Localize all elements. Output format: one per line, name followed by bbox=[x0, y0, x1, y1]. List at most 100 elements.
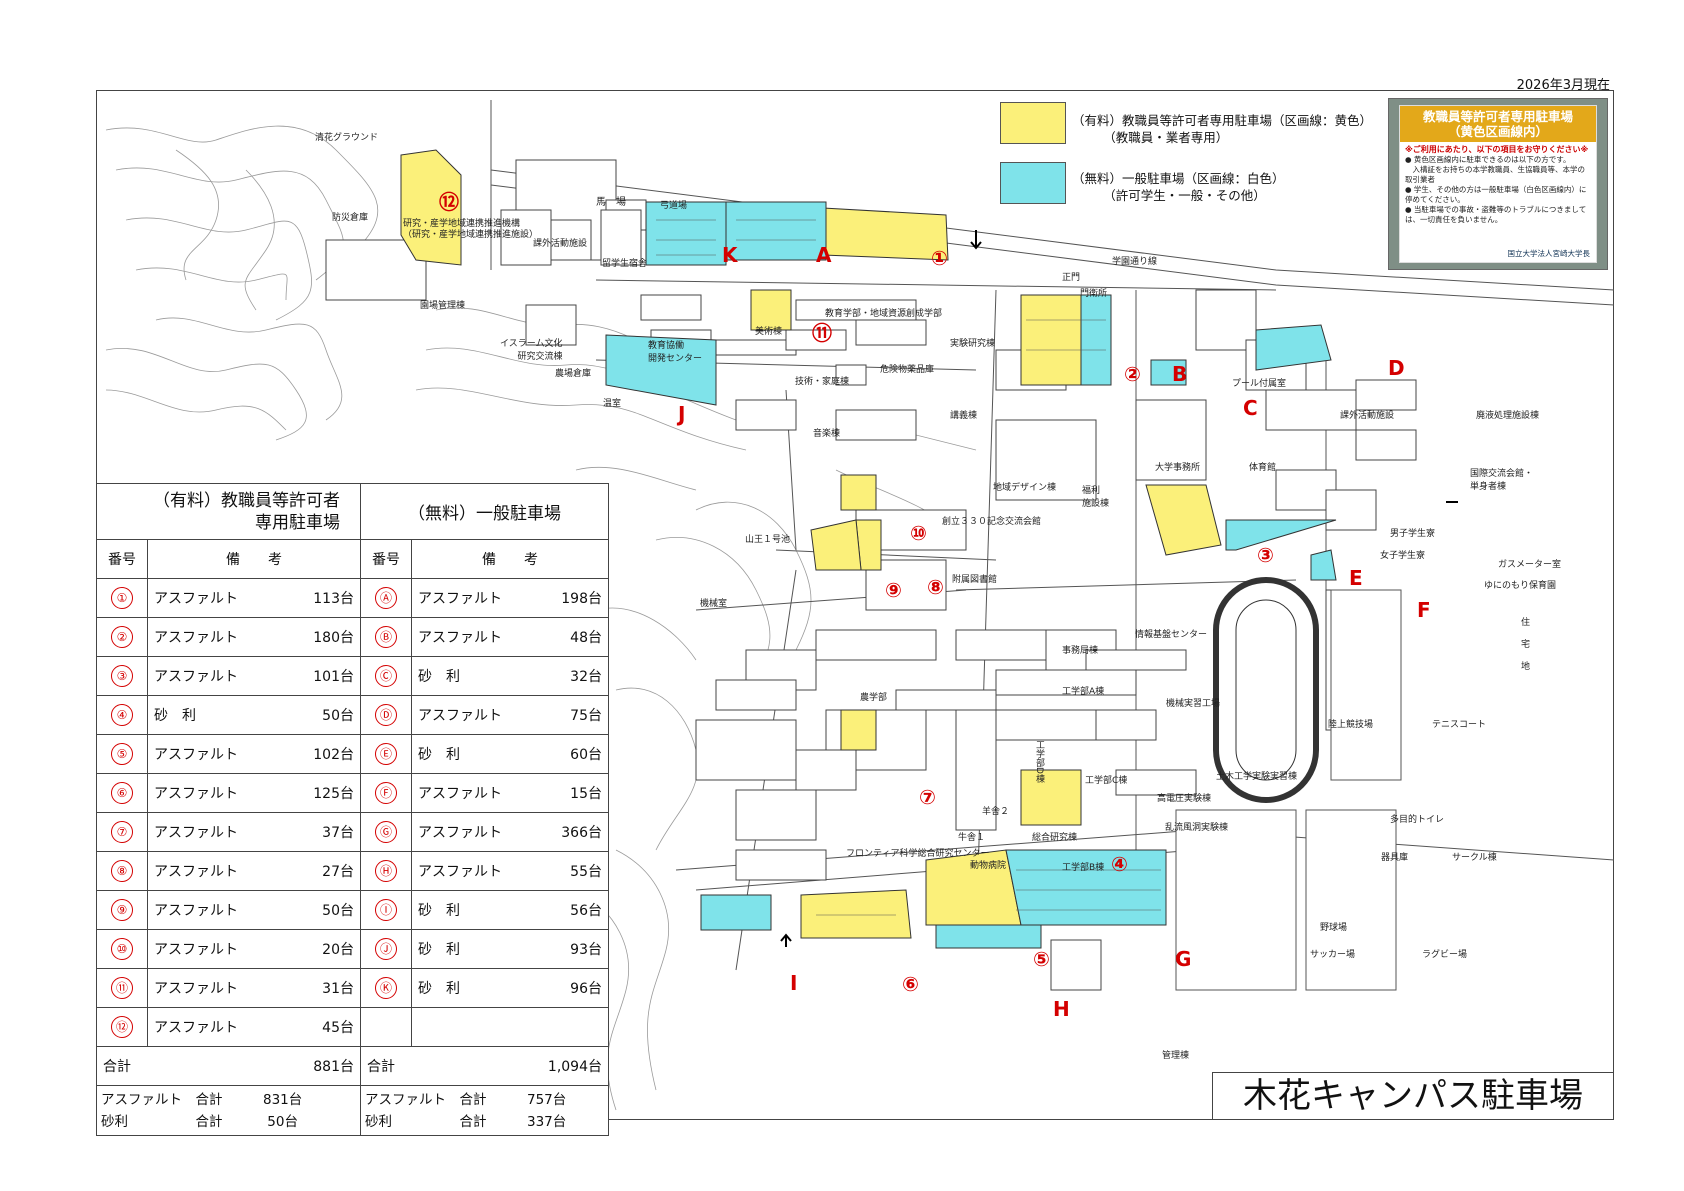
label-taiikukan: 体育館 bbox=[1249, 463, 1277, 473]
free-count: 198台 bbox=[561, 591, 602, 607]
label-gakusei2: 羊舎２ bbox=[982, 807, 1010, 817]
label-islam: イスラーム文化 研究交流棟 bbox=[500, 339, 563, 362]
lot-11-marker[interactable]: ⑪ bbox=[812, 321, 832, 345]
lot-12-marker[interactable]: ⑫ bbox=[439, 190, 459, 214]
lot-2-marker[interactable]: ② bbox=[1124, 362, 1141, 386]
lot-A-marker[interactable]: A bbox=[816, 243, 832, 267]
label-sanno: 山王１号池 bbox=[745, 535, 791, 545]
lot-K-marker[interactable]: K bbox=[722, 243, 738, 267]
lot-H-marker[interactable]: H bbox=[1053, 997, 1070, 1021]
free-col-no: 番号 bbox=[360, 539, 412, 579]
label-seimon: 正門 bbox=[1062, 273, 1081, 283]
lot-I-marker[interactable]: Ⅰ bbox=[790, 971, 798, 995]
lot-1-marker[interactable]: ① bbox=[931, 246, 948, 270]
paid-lot-number: ⑩ bbox=[111, 938, 133, 960]
free-total-label: 合計 bbox=[367, 1059, 395, 1075]
lot-E-marker[interactable]: E bbox=[1349, 566, 1363, 590]
lot-C-marker[interactable]: C bbox=[1243, 396, 1258, 420]
lot-B-marker[interactable]: B bbox=[1172, 362, 1188, 386]
paid-lot-number: ⑤ bbox=[111, 743, 133, 765]
free-surface: アスファルト bbox=[418, 786, 502, 802]
lot-6-marker[interactable]: ⑥ bbox=[902, 972, 919, 996]
lot-5-marker[interactable]: ⑤ bbox=[1033, 947, 1050, 971]
paid-lots bbox=[400, 149, 1222, 939]
paid-count: 180台 bbox=[313, 630, 354, 646]
label-kogakuD: 工学部D棟 bbox=[1034, 740, 1044, 783]
parking-table: （有料）教職員等許可者 専用駐車場 （無料）一般駐車場 番号 備 考 番号 備 … bbox=[96, 483, 609, 1136]
paid-no-cell: ⑧ bbox=[96, 851, 148, 891]
paid-lot-number: ⑪ bbox=[111, 977, 133, 999]
paid-surface: アスファルト bbox=[154, 1020, 238, 1036]
paid-lot-number: ① bbox=[111, 587, 133, 609]
label-ongaku: 音楽棟 bbox=[813, 429, 841, 439]
lot-F-marker[interactable]: F bbox=[1417, 598, 1431, 622]
lot-4-marker[interactable]: ④ bbox=[1111, 852, 1128, 876]
label-yuno: ゆにのもり保育園 bbox=[1484, 581, 1557, 591]
free-lot-letter: Ⓖ bbox=[375, 821, 397, 843]
sign-line-1: ● 黄色区画線内に駐車できるのは以下の方です。 bbox=[1405, 155, 1571, 164]
free-count: 93台 bbox=[570, 942, 602, 958]
label-kyoyou: 大学事務所 bbox=[1155, 463, 1201, 473]
free-no-cell: Ⓙ bbox=[360, 929, 412, 969]
label-gakuen: 学園通り線 bbox=[1112, 257, 1158, 267]
lot-10-marker[interactable]: ⑩ bbox=[910, 521, 927, 545]
free-lot-letter: Ⓒ bbox=[375, 665, 397, 687]
lot-G-marker[interactable]: G bbox=[1175, 947, 1192, 971]
paid-surface: アスファルト bbox=[154, 825, 238, 841]
sign-footer: 国立大学法人宮崎大学長 bbox=[1507, 249, 1591, 258]
label-biyouin: 器具庫 bbox=[1381, 853, 1409, 863]
paid-count: 20台 bbox=[322, 942, 354, 958]
lot-D-marker[interactable]: D bbox=[1388, 356, 1405, 380]
free-no-cell: Ⓖ bbox=[360, 812, 412, 852]
lot-9-marker[interactable]: ⑨ bbox=[885, 578, 902, 602]
free-count: 32台 bbox=[570, 669, 602, 685]
free-lot-letter: Ⓙ bbox=[375, 938, 397, 960]
paid-count: 113台 bbox=[313, 591, 354, 607]
paid-no-cell: ⑨ bbox=[96, 890, 148, 930]
label-jutaku: 住 宅 地 bbox=[1521, 618, 1531, 672]
free-no-cell: Ⓕ bbox=[360, 773, 412, 813]
label-kikai: 機械実習工場 bbox=[1166, 699, 1221, 709]
label-kogi: 講義棟 bbox=[950, 411, 978, 421]
label-rugby: ラグビー場 bbox=[1422, 950, 1468, 960]
terrain-contours bbox=[105, 125, 977, 1111]
paid-surface: アスファルト bbox=[154, 903, 238, 919]
lot-8-marker[interactable]: ⑧ bbox=[927, 575, 944, 599]
paid-gravel-total: 砂利 合計 50台 bbox=[101, 1113, 298, 1130]
lot-7-marker[interactable]: ⑦ bbox=[919, 785, 936, 809]
paid-count: 45台 bbox=[322, 1020, 354, 1036]
free-count: 55台 bbox=[570, 864, 602, 880]
page-title: 木花キャンパス駐車場 bbox=[1212, 1072, 1614, 1120]
paid-surface: アスファルト bbox=[154, 591, 238, 607]
lot-J-marker[interactable]: J bbox=[678, 402, 686, 426]
sign-notice: ※ご利用にあたり、以下の項目をお守りください※ bbox=[1405, 145, 1589, 154]
free-note-cell: アスファルト 15台 bbox=[411, 773, 609, 813]
label-kougaku: 工学部A棟 bbox=[1062, 687, 1105, 697]
legend-paid-swatch bbox=[1000, 102, 1066, 144]
free-count: 15台 bbox=[570, 786, 602, 802]
free-surface: アスファルト bbox=[418, 708, 502, 724]
free-no-cell bbox=[360, 1007, 412, 1047]
sign-title: 教職員等許可者専用駐車場 bbox=[1422, 109, 1573, 124]
label-circle: サークル棟 bbox=[1452, 853, 1497, 863]
lot-3-marker[interactable]: ③ bbox=[1257, 543, 1274, 567]
label-jimu: 事務局棟 bbox=[1062, 646, 1099, 656]
paid-col-note: 備 考 bbox=[147, 539, 361, 579]
label-gijutsu: 技術・家庭棟 bbox=[795, 377, 850, 387]
paid-no-cell: ⑩ bbox=[96, 929, 148, 969]
label-haikibutsu: 廃液処理施設棟 bbox=[1476, 411, 1540, 421]
paid-header: （有料）教職員等許可者 専用駐車場 bbox=[96, 483, 361, 540]
paid-no-cell: ④ bbox=[96, 695, 148, 735]
